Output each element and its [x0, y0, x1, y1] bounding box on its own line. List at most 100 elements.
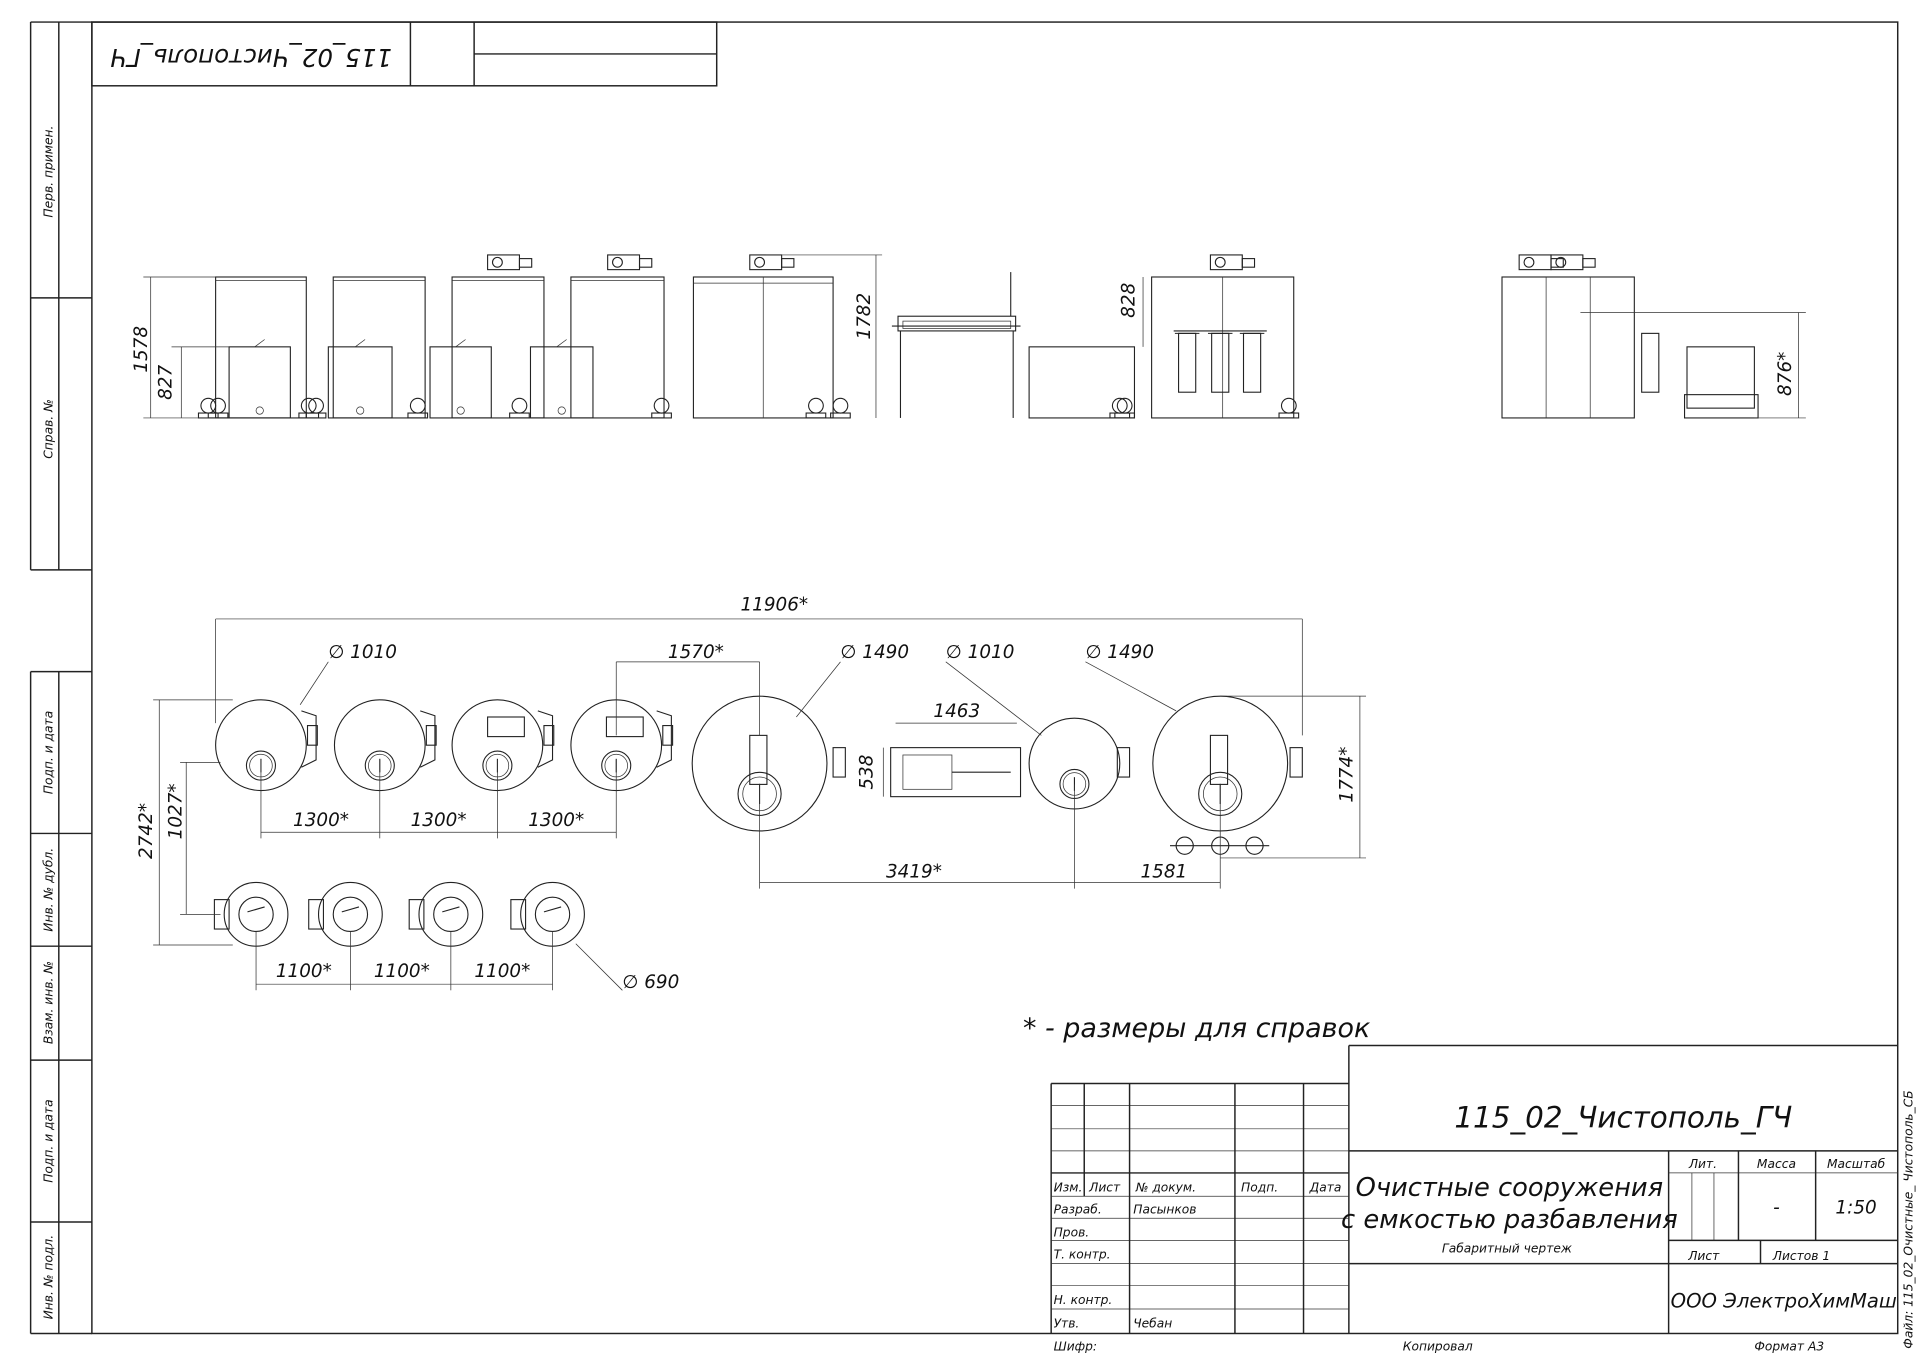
leader-phi1490 — [796, 661, 841, 718]
drain-icon — [557, 406, 566, 415]
margin-label-inv-dubl: Инв. № дубл. — [42, 848, 56, 932]
hatch-icon — [254, 339, 265, 348]
small-tank-front — [529, 346, 594, 419]
document-code: 115_02_Чистополь_ГЧ — [1454, 1101, 1792, 1135]
outlet-bracket-icon — [419, 710, 436, 768]
pump-plan-icon — [510, 899, 527, 930]
hatch-circle — [534, 896, 571, 933]
margin-label-perv-primen: Перв. примен. — [42, 126, 56, 218]
hatch-icon — [556, 339, 567, 348]
dim-3419: 3419* — [886, 862, 942, 883]
valve-icon — [832, 747, 846, 778]
dim-phi1010-b: ∅ 1010 — [946, 642, 1015, 663]
dim-phi1490-a: ∅ 1490 — [840, 642, 909, 663]
hatch-circle — [238, 896, 274, 933]
outlet-bracket-icon — [537, 710, 554, 768]
file-label: Файл: 115_02_Очистные_ Чистополь_СБ — [1901, 1090, 1915, 1348]
label-massa: Масса — [1757, 1157, 1796, 1171]
dim-1570: 1570* — [668, 642, 724, 663]
pump-plan-icon — [308, 899, 324, 930]
leader-phi690 — [575, 943, 623, 991]
pump-icon — [653, 397, 670, 414]
hatch-handle — [442, 906, 460, 913]
dim-phi1490-b: ∅ 1490 — [1085, 642, 1154, 663]
tall-tank-front — [332, 276, 426, 419]
mixer-plan-icon — [1209, 734, 1229, 785]
margin-label-sprav: Справ. № — [42, 399, 56, 459]
company-name: ООО ЭлектроХимМаш — [1671, 1290, 1897, 1313]
drain-icon — [255, 406, 264, 415]
hatch-circle — [433, 896, 469, 933]
drain-icon — [456, 406, 465, 415]
pump-skid-icon — [1683, 394, 1759, 419]
gearbox-icon — [1582, 258, 1596, 268]
label-kopiroval: Копировал — [1403, 1340, 1473, 1354]
pump-icon — [511, 397, 528, 414]
motor-flange-icon — [1523, 256, 1535, 268]
pump-base-icon — [407, 412, 429, 419]
dim-1100-a: 1100* — [276, 961, 332, 982]
label-doc-no: № докум. — [1135, 1180, 1196, 1194]
hatch-icon — [455, 339, 466, 348]
margin-label-podp-data-2: Подп. и дата — [42, 1099, 56, 1182]
pump-icon — [832, 397, 849, 414]
label-t-kontr: Т. контр. — [1054, 1248, 1111, 1262]
outlet-bracket-icon — [656, 710, 672, 768]
outlet-bracket-icon — [301, 710, 317, 768]
pump-base-icon — [805, 412, 827, 419]
motor-flange-icon — [1555, 256, 1567, 268]
dim-1578: 1578 — [131, 326, 152, 373]
dim-1300-b: 1300* — [411, 810, 467, 831]
label-list-col: Лист — [1088, 1180, 1121, 1194]
margin-label-vzam-inv: Взам. инв. № — [42, 961, 56, 1044]
dim-1774: 1774* — [1337, 747, 1358, 803]
filter-plates-plan — [902, 754, 953, 790]
label-data: Дата — [1309, 1180, 1342, 1194]
tall-tank-front — [570, 276, 665, 419]
pump-base-icon — [305, 412, 327, 419]
hatch-handle — [543, 906, 562, 913]
document-title-line1: Очистные сооружения — [1356, 1173, 1663, 1203]
dim-2742: 2742* — [136, 803, 157, 859]
label-n-kontr: Н. контр. — [1054, 1293, 1113, 1307]
label-masshtab: Масштаб — [1827, 1157, 1886, 1171]
dim-1100-b: 1100* — [374, 961, 430, 982]
valve-icon — [543, 725, 555, 746]
dim-1782: 1782 — [854, 293, 875, 340]
tall-tank-front — [451, 276, 545, 419]
pump-icon — [808, 397, 824, 414]
gearbox-icon — [638, 258, 653, 268]
dim-phi690: ∅ 690 — [622, 972, 679, 993]
label-izm: Изм. — [1054, 1180, 1083, 1194]
motor-flange-icon — [754, 256, 766, 268]
dim-11906: 11906* — [740, 594, 808, 615]
pump-icon — [409, 397, 426, 414]
motor-flange-icon — [1214, 256, 1226, 268]
mixer-plan-icon — [749, 734, 768, 785]
valve-icon — [306, 725, 318, 746]
leader-phi1490 — [1085, 661, 1177, 712]
hatch-circle — [332, 896, 369, 933]
gearbox-icon — [1241, 258, 1256, 268]
filter-press-plates — [897, 315, 1017, 332]
label-lit: Лит. — [1688, 1157, 1717, 1171]
motor-flange-icon — [491, 256, 503, 268]
document-type: Габаритный чертеж — [1442, 1242, 1572, 1256]
motor-plan-icon — [487, 716, 525, 738]
pump-base-icon — [1114, 412, 1136, 419]
filter-press-frame — [902, 320, 1012, 329]
dim-1463: 1463 — [933, 701, 980, 722]
pump-icon — [200, 397, 217, 414]
hatch-icon — [355, 339, 366, 348]
margin-label-inv-podl: Инв. № подл. — [42, 1235, 56, 1320]
leader-phi1010 — [945, 661, 1042, 736]
dim-1300-a: 1300* — [293, 810, 349, 831]
pump-base-icon — [1109, 412, 1131, 419]
cartridge-filter-icon — [1641, 332, 1660, 393]
small-tank-front — [1686, 346, 1755, 409]
dim-1300-c: 1300* — [528, 810, 584, 831]
label-utv: Утв. — [1054, 1316, 1080, 1330]
margin-label-podp-data-1: Подп. и дата — [42, 711, 56, 794]
pump-plan-icon — [408, 899, 425, 930]
